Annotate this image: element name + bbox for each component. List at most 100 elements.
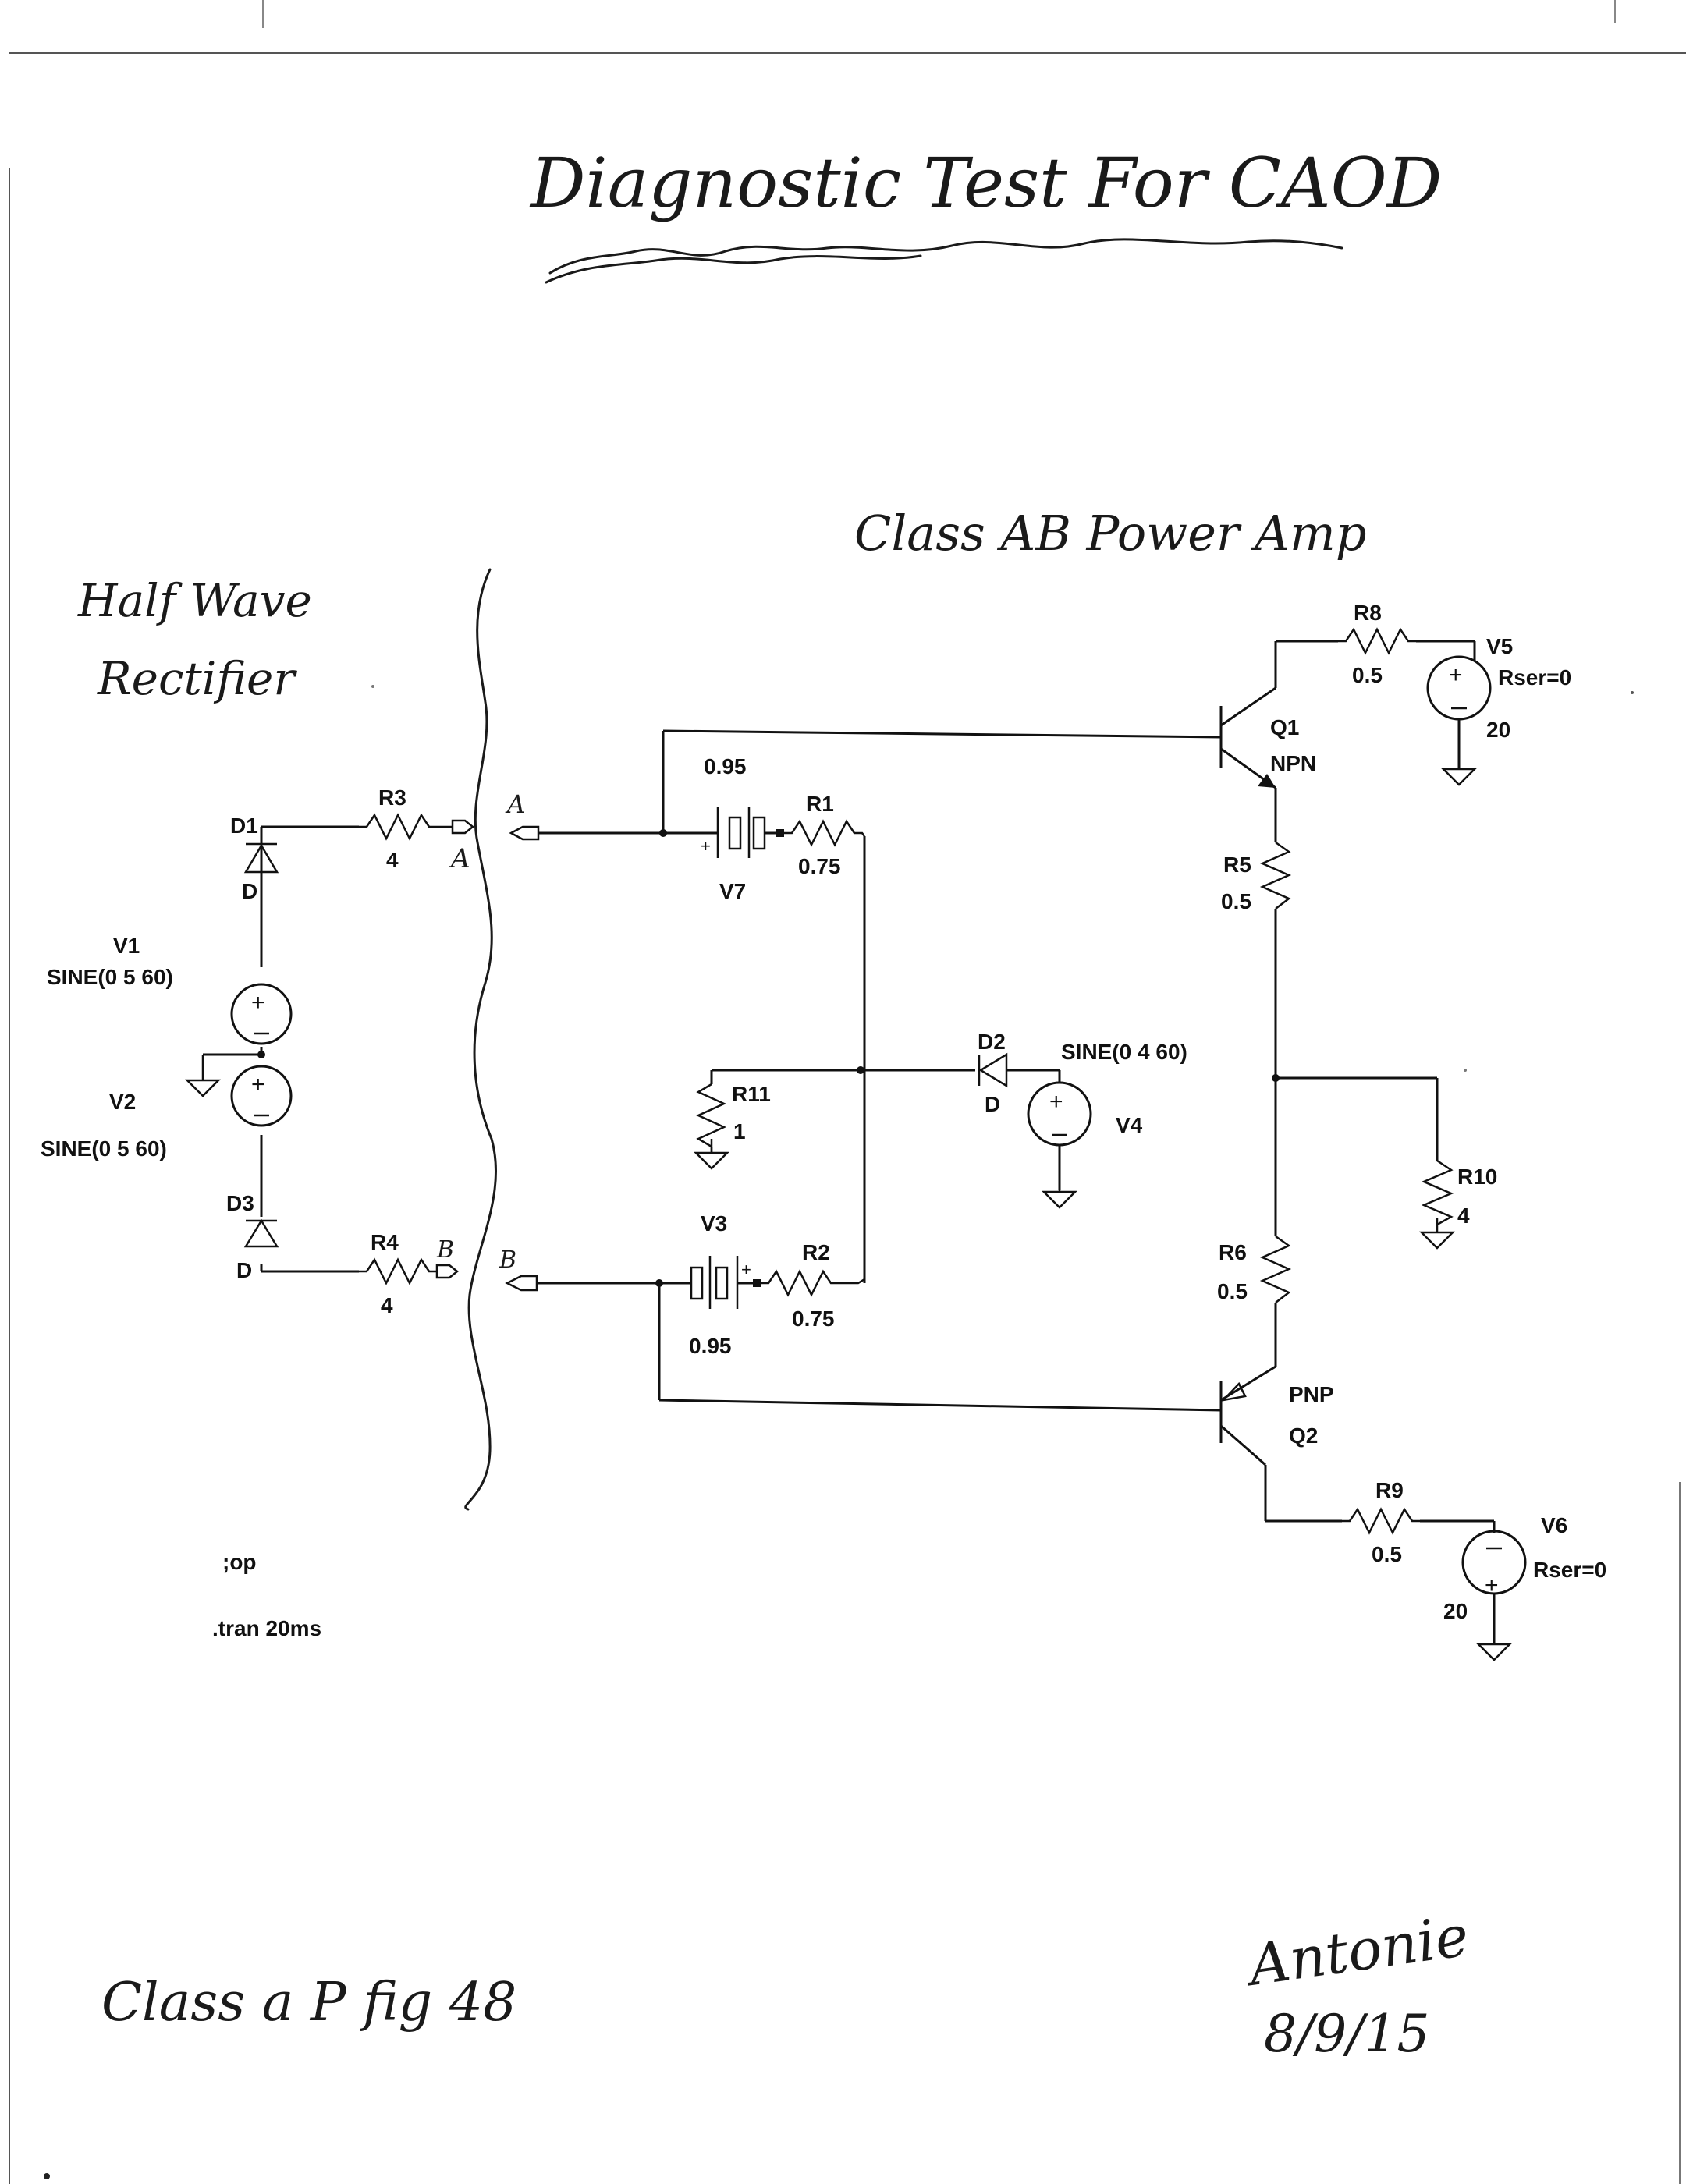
d1-model: D	[242, 879, 257, 903]
node-b-hand-right: B	[499, 1246, 516, 1274]
d3-model: D	[236, 1258, 252, 1282]
d1-label: D1	[230, 814, 258, 838]
voltage-source-icon: +	[230, 983, 293, 1045]
r8-label: R8	[1354, 601, 1382, 625]
v7-label: V7	[719, 879, 746, 903]
v5-param: Rser=0	[1498, 665, 1571, 690]
v2-value: SINE(0 5 60)	[41, 1136, 167, 1161]
v1-value: SINE(0 5 60)	[47, 965, 173, 989]
resistor-icon	[761, 1269, 865, 1297]
resistor-icon	[359, 813, 437, 841]
r8-value: 0.5	[1352, 663, 1383, 687]
handwritten-signature: Antonie 8/9/15	[1241, 1902, 1473, 2064]
v1-label: V1	[113, 934, 140, 958]
diode-icon	[243, 1218, 279, 1248]
q1-type: NPN	[1270, 751, 1316, 775]
voltage-source-icon: +	[230, 1065, 293, 1127]
title-wavy-underline	[545, 254, 922, 284]
r10-value: 4	[1457, 1204, 1470, 1228]
node-a-hand-right: A	[505, 789, 525, 819]
r9-value: 0.5	[1372, 1542, 1402, 1566]
svg-text:+: +	[701, 836, 711, 856]
half-wave-rectifier-circuit: D1 D R3 4 A + V1 SINE(0 5 60) + V2 SINE(…	[41, 785, 475, 1317]
wavy-section-divider	[464, 568, 498, 1511]
r6-value: 0.5	[1217, 1279, 1248, 1303]
d2-model: D	[985, 1092, 1000, 1116]
v6-label: V6	[1541, 1513, 1567, 1537]
svg-text:+: +	[741, 1260, 751, 1279]
page-title: Diagnostic Test For CAOD	[529, 143, 1442, 223]
r4-value: 4	[381, 1293, 393, 1317]
ground-icon	[1420, 1217, 1454, 1250]
v4-value: SINE(0 4 60)	[1061, 1040, 1187, 1064]
r2-value: 0.75	[792, 1306, 835, 1331]
net-label-flag-icon	[435, 1264, 460, 1279]
section-label-right: Class AB Power Amp	[854, 505, 1367, 562]
r3-value: 4	[386, 848, 399, 872]
signature-date: 8/9/15	[1264, 2004, 1429, 2064]
resistor-icon	[1421, 1159, 1454, 1226]
ground-icon	[184, 1079, 222, 1097]
r10-label: R10	[1457, 1165, 1497, 1189]
r6-label: R6	[1219, 1240, 1247, 1264]
voltage-source-icon: +	[1461, 1530, 1527, 1598]
spice-directive-tran: .tran 20ms	[212, 1616, 321, 1640]
v5-value: 20	[1486, 718, 1510, 742]
pnp-transistor-icon	[1219, 1365, 1276, 1521]
voltage-source-icon: +	[1027, 1081, 1092, 1147]
v4-label: V4	[1116, 1113, 1143, 1137]
node-b-hand-left: B	[436, 1236, 454, 1264]
q2-label: Q2	[1289, 1424, 1318, 1448]
title-wavy-underline	[548, 238, 1343, 275]
q1-label: Q1	[1270, 715, 1299, 739]
r2-label: R2	[802, 1240, 830, 1264]
section-label-left-line1: Half Wave	[77, 574, 312, 627]
diode-icon	[978, 1052, 1008, 1088]
v3-value: 0.95	[689, 1334, 732, 1358]
resistor-icon	[1259, 841, 1292, 909]
d3-label: D3	[226, 1191, 254, 1215]
resistor-icon	[1338, 627, 1416, 655]
resistor-icon	[359, 1257, 437, 1285]
resistor-icon	[1259, 1235, 1292, 1303]
diode-icon	[243, 842, 279, 874]
resistor-icon	[695, 1083, 727, 1148]
v5-label: V5	[1486, 634, 1513, 658]
svg-text:+: +	[1049, 1089, 1063, 1115]
svg-text:+: +	[251, 990, 265, 1016]
v7-value: 0.95	[704, 754, 747, 778]
footer-note: Class a P fig 48	[101, 1972, 516, 2033]
net-label-flag-icon	[509, 825, 540, 841]
r1-value: 0.75	[798, 854, 841, 878]
signature-name: Antonie	[1241, 1902, 1473, 1998]
svg-text:+: +	[1449, 662, 1463, 688]
ground-icon	[1042, 1176, 1077, 1209]
r4-label: R4	[371, 1230, 399, 1254]
v6-value: 20	[1443, 1599, 1468, 1623]
r3-label: R3	[378, 785, 406, 810]
resistor-icon	[1342, 1507, 1420, 1535]
spice-directive-op: ;op	[222, 1550, 257, 1574]
net-label-flag-icon	[505, 1275, 538, 1292]
r11-label: R11	[732, 1082, 771, 1106]
v6-param: Rser=0	[1533, 1558, 1606, 1582]
section-label-left-line2: Rectifier	[97, 652, 297, 705]
ground-icon	[1477, 1629, 1511, 1661]
npn-transistor-icon	[1219, 641, 1277, 789]
node-a-hand-left: A	[449, 843, 470, 874]
ground-icon	[1442, 753, 1476, 786]
resistor-icon	[784, 819, 865, 847]
r9-label: R9	[1375, 1478, 1404, 1502]
d2-label: D2	[978, 1030, 1006, 1054]
r1-label: R1	[806, 792, 834, 816]
voltage-source-icon: +	[1426, 655, 1492, 721]
r5-label: R5	[1223, 853, 1251, 877]
v3-label: V3	[701, 1211, 727, 1236]
svg-text:+: +	[1485, 1572, 1499, 1598]
q2-type: PNP	[1289, 1382, 1334, 1406]
r5-value: 0.5	[1221, 889, 1251, 913]
net-label-flag-icon	[451, 819, 475, 835]
v2-label: V2	[109, 1090, 136, 1114]
class-ab-power-amp-circuit: A + 0.95 V7 R1 0.75 R11 1	[499, 601, 1606, 1661]
